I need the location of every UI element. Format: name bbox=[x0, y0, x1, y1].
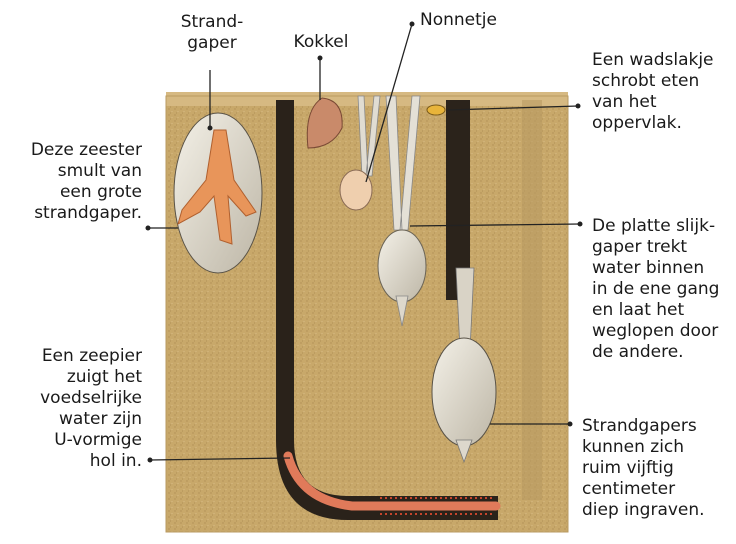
strandgaper-right bbox=[432, 338, 496, 446]
slijkgaper-shell bbox=[378, 230, 426, 302]
label-strandgaper-top: Strand- gaper bbox=[170, 12, 254, 54]
label-kokkel: Kokkel bbox=[276, 32, 366, 53]
label-zeester: Deze zeester smult van een grote strandg… bbox=[0, 140, 142, 224]
label-wadslakje: Een wadslakje schrobt eten van het opper… bbox=[592, 50, 714, 134]
wadslakje bbox=[427, 105, 445, 115]
label-nonnetje: Nonnetje bbox=[420, 10, 497, 31]
sand-surface bbox=[166, 92, 568, 106]
label-strandgapers: Strandgapers kunnen zich ruim vijftig ce… bbox=[582, 416, 705, 521]
label-zeepier: Een zeepier zuigt het voedselrijke water… bbox=[0, 346, 142, 472]
label-slijkgaper: De platte slijk- gaper trekt water binne… bbox=[592, 216, 719, 363]
strandgaper-siphon-tube bbox=[522, 100, 542, 500]
